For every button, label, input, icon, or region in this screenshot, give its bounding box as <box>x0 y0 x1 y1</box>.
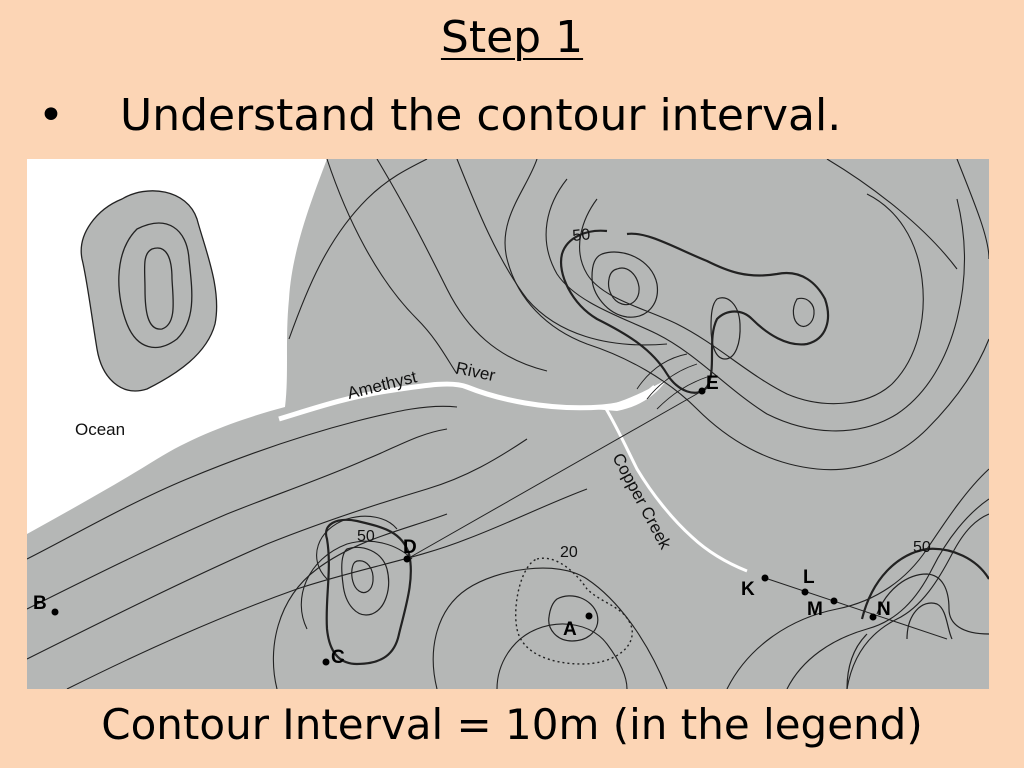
point-c-dot <box>322 658 330 666</box>
bullet-dot: • <box>38 90 64 141</box>
transect-lines <box>406 390 948 640</box>
point-a-dot <box>585 612 593 620</box>
point-a-label: A <box>563 619 577 640</box>
point-m-dot <box>830 597 838 605</box>
creek-bank-lines <box>636 353 708 410</box>
point-l-label: L <box>803 567 815 588</box>
point-c-label: C <box>331 647 345 668</box>
land-contours <box>27 159 989 689</box>
transect-k-n <box>764 577 948 640</box>
hill-e-contours <box>559 229 830 394</box>
point-e-label: E <box>706 373 719 394</box>
river-mouth <box>592 379 667 411</box>
point-markers <box>51 387 877 666</box>
point-n-dot <box>869 613 877 621</box>
island-contours <box>80 190 218 392</box>
point-l-dot <box>801 588 809 596</box>
point-b-dot <box>51 608 59 616</box>
slide-title: Step 1 <box>440 12 584 63</box>
transect-d-e <box>406 390 703 560</box>
point-m-label: M <box>807 599 823 620</box>
contour-label-20-a: 20 <box>560 544 578 561</box>
point-n-label: N <box>877 599 891 620</box>
bullet-text: Understand the contour interval. <box>120 90 842 141</box>
hill-dc-contours <box>324 518 412 666</box>
point-e-dot <box>698 387 706 395</box>
topographic-map-svg: Ocean Amethyst River Copper Creek 50 50 … <box>27 159 989 689</box>
point-k-dot <box>761 574 769 582</box>
point-b-label: B <box>33 593 47 614</box>
point-d-label: D <box>403 537 417 558</box>
copper-creek <box>603 406 748 573</box>
point-d-dot <box>403 555 411 563</box>
contour-label-50-e: 50 <box>572 226 592 245</box>
contour-label-50-d: 50 <box>357 528 375 545</box>
ocean-label: Ocean <box>75 420 125 439</box>
contour-label-50-n: 50 <box>913 539 931 556</box>
hill-n-contours <box>846 547 989 689</box>
contour-interval-caption: Contour Interval = 10m (in the legend) <box>101 700 923 749</box>
topographic-map: Ocean Amethyst River Copper Creek 50 50 … <box>27 159 989 689</box>
point-k-label: K <box>741 579 755 600</box>
hill-a-contours <box>515 557 633 665</box>
